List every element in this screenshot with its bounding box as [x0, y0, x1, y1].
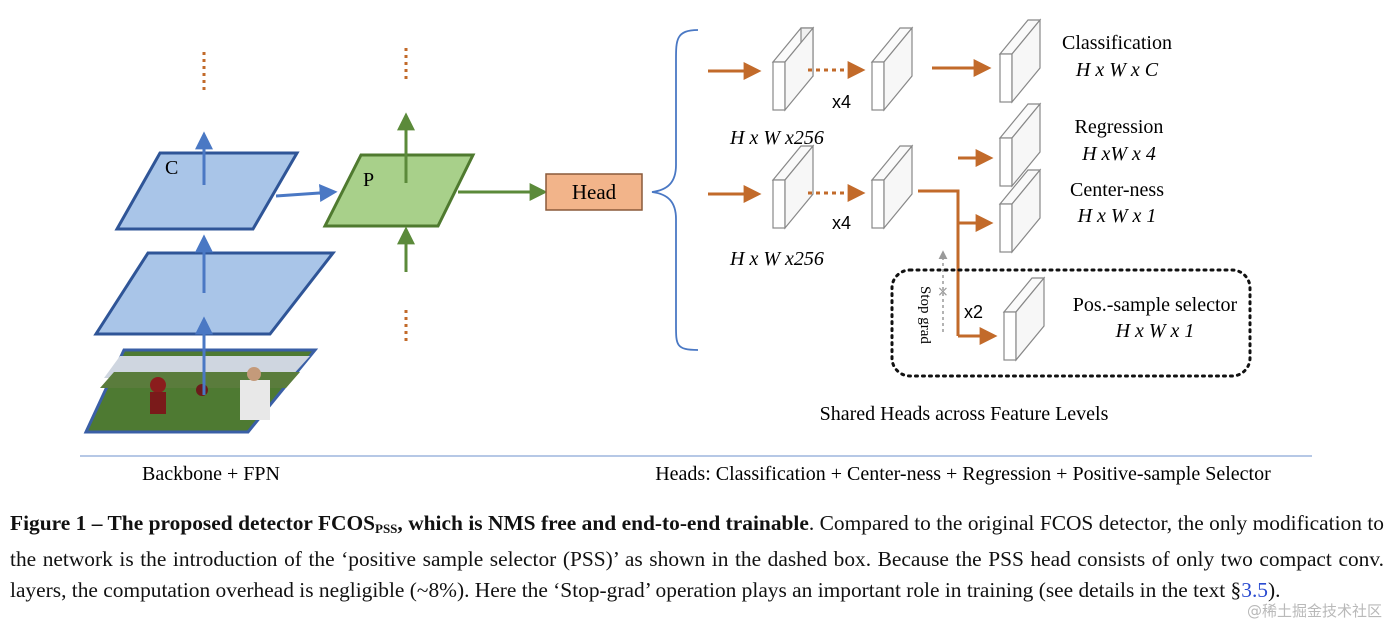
label-pss-dim: H x W x 1 [1115, 320, 1195, 342]
label-centerness: Center-ness [1070, 179, 1164, 201]
branch-trunk [918, 189, 960, 336]
conv-block-pss [1002, 276, 1046, 362]
caption-bold-prefix: Figure 1 – The proposed detector FCOS [10, 511, 375, 535]
label-heads-summary: Heads: Classification + Center-ness + Re… [655, 463, 1271, 485]
label-c: C [165, 157, 178, 179]
label-classification-dim: H x W x C [1075, 59, 1159, 81]
conv-block-top-2 [870, 26, 914, 112]
watermark: @稀土掘金技术社区 [1246, 602, 1382, 620]
fpn-layer-p [322, 153, 476, 228]
backbone-layer-c [114, 151, 300, 231]
conv-block-regression [998, 102, 1042, 188]
caption-bold-suffix: , which is NMS free and end-to-end train… [397, 511, 809, 535]
input-image [83, 348, 319, 434]
label-regression-dim: H xW x 4 [1081, 143, 1156, 165]
label-x4-top: x4 [832, 92, 851, 112]
architecture-diagram: C P Head x4 H x W x256 Classification H … [80, 18, 1312, 485]
label-regression: Regression [1075, 116, 1164, 138]
label-feat-bottom: H x W x256 [729, 248, 824, 270]
arrow-c-to-p [275, 184, 338, 202]
conv-block-bottom-2 [870, 144, 914, 230]
label-pss: Pos.-sample selector [1073, 294, 1238, 316]
conv-block-top-1 [771, 26, 815, 112]
brace [651, 29, 699, 351]
caption-text-2: ). [1268, 578, 1281, 602]
caption-text-1: . Compared to the original FCOS detector… [10, 511, 1385, 602]
label-x2: x2 [964, 302, 983, 322]
caption-section-link[interactable]: 3.5 [1241, 578, 1269, 602]
label-p: P [363, 169, 374, 191]
label-stop-grad: Stop grad [917, 286, 933, 344]
label-shared-heads: Shared Heads across Feature Levels [820, 403, 1109, 425]
label-x4-bottom: x4 [832, 213, 851, 233]
conv-block-bottom-1 [771, 144, 815, 230]
label-backbone-fpn: Backbone + FPN [142, 463, 280, 485]
stop-grad-cross-icon: × [937, 284, 949, 300]
caption-bold-sub: PSS [375, 521, 398, 536]
head-box [545, 173, 643, 211]
label-centerness-dim: H x W x 1 [1077, 205, 1157, 227]
label-head: Head [572, 180, 617, 204]
figure-caption: Figure 1 – The proposed detector FCOSPSS… [10, 508, 1384, 606]
conv-block-centerness [998, 168, 1042, 254]
pss-dashed-box [890, 268, 1252, 378]
label-classification: Classification [1062, 32, 1172, 54]
conv-block-classification [998, 18, 1042, 104]
label-feat-top: H x W x256 [729, 127, 824, 149]
backbone-layer-2 [93, 251, 337, 336]
